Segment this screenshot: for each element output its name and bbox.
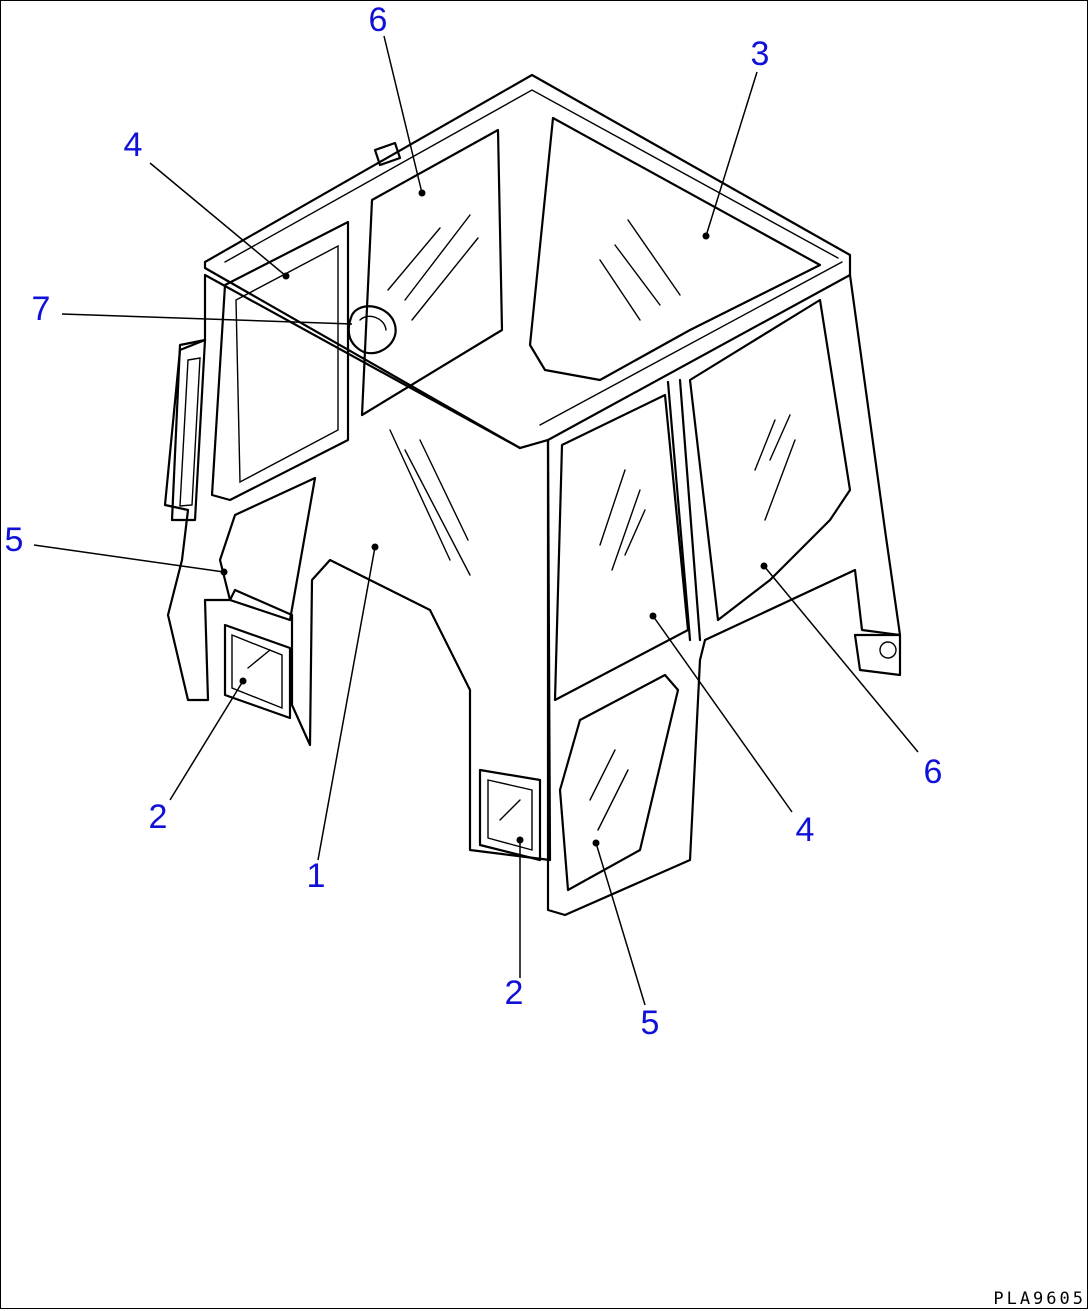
callout-6-right: 6 <box>923 753 943 791</box>
glass-panel-4-right <box>553 393 690 702</box>
glass-panel-1-side <box>163 273 552 862</box>
drawing-id: PLA9605 <box>993 1289 1086 1309</box>
cab-roof <box>203 73 852 450</box>
glass-panel-4-left <box>210 220 350 502</box>
callout-5-left: 5 <box>4 521 24 559</box>
glass-panel-6-rear <box>360 128 504 417</box>
callout-2-left: 2 <box>148 798 168 836</box>
callout-3: 3 <box>750 35 770 73</box>
glass-panel-5-left <box>218 476 317 622</box>
callout-4-right: 4 <box>795 811 815 849</box>
glass-panel-6-right <box>688 298 852 622</box>
callout-4-left: 4 <box>123 126 143 164</box>
callout-5-bottom: 5 <box>640 1004 660 1042</box>
glass-panel-3-front <box>528 116 822 382</box>
mirror-part-7 <box>347 305 397 355</box>
callout-6-top: 6 <box>368 1 388 39</box>
glass-panel-2-bottom <box>478 768 542 862</box>
cab-right-frame <box>546 273 902 917</box>
callout-7: 7 <box>31 290 51 328</box>
callout-2-bottom: 2 <box>504 974 524 1012</box>
leader-lines <box>33 35 919 1006</box>
callout-1: 1 <box>306 857 326 895</box>
reference-dots <box>220 189 768 847</box>
glass-panel-2-left <box>223 623 292 720</box>
glass-panel-5-right <box>558 673 680 892</box>
